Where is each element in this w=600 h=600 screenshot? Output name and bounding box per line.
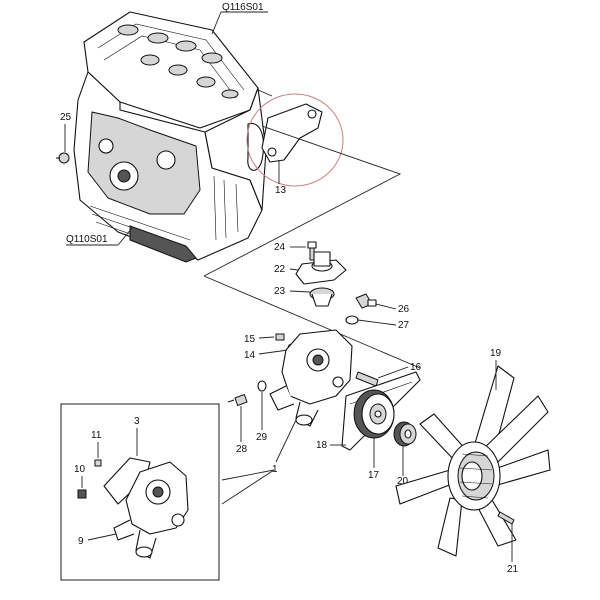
callout-9: 9	[78, 536, 84, 547]
code-head: Q116S01	[222, 2, 264, 13]
callout-21: 21	[507, 564, 519, 575]
callout-10: 10	[74, 464, 86, 475]
part-28-sensor[interactable]	[227, 394, 248, 406]
part-16-bolt[interactable]	[355, 371, 379, 387]
callout-14: 14	[244, 350, 256, 361]
part-17-pulley[interactable]	[353, 389, 395, 439]
part-19-fan[interactable]	[395, 365, 551, 557]
engine-block[interactable]	[73, 11, 267, 263]
callout-15: 15	[244, 334, 256, 345]
callout-27: 27	[398, 320, 410, 331]
part-15-bolt[interactable]	[275, 333, 285, 341]
part-13-gasket[interactable]	[261, 103, 323, 163]
callout-25: 25	[60, 112, 72, 123]
callout-23: 23	[274, 286, 286, 297]
callout-19: 19	[490, 348, 502, 359]
inset-part-11-screw[interactable]	[94, 459, 102, 467]
part-20-spacer[interactable]	[393, 421, 417, 447]
part-25-plug[interactable]	[56, 152, 70, 164]
callout-22: 22	[274, 264, 286, 275]
callout-18: 18	[316, 440, 328, 451]
callout-16: 16	[410, 362, 422, 373]
callout-3: 3	[134, 416, 140, 427]
inset-pump-housing[interactable]	[103, 457, 189, 559]
callout-28: 28	[236, 444, 248, 455]
callout-29: 29	[256, 432, 268, 443]
callout-24: 24	[274, 242, 286, 253]
callout-13: 13	[275, 185, 287, 196]
callout-26: 26	[398, 304, 410, 315]
callout-17: 17	[368, 470, 380, 481]
callout-20: 20	[397, 476, 409, 487]
part-29-oring[interactable]	[257, 380, 267, 392]
part-27-oring[interactable]	[345, 315, 359, 325]
water-pump-housing[interactable]	[269, 329, 353, 427]
callout-1: 1	[272, 464, 278, 475]
part-22-thermostat-cover[interactable]	[295, 251, 347, 285]
part-26-fitting[interactable]	[355, 293, 377, 309]
inset-part-10-plug[interactable]	[77, 489, 87, 499]
highlight-circle	[246, 93, 344, 187]
part-23-thermostat[interactable]	[309, 287, 335, 307]
code-block: Q110S01	[66, 234, 108, 245]
callout-11: 11	[91, 430, 102, 441]
